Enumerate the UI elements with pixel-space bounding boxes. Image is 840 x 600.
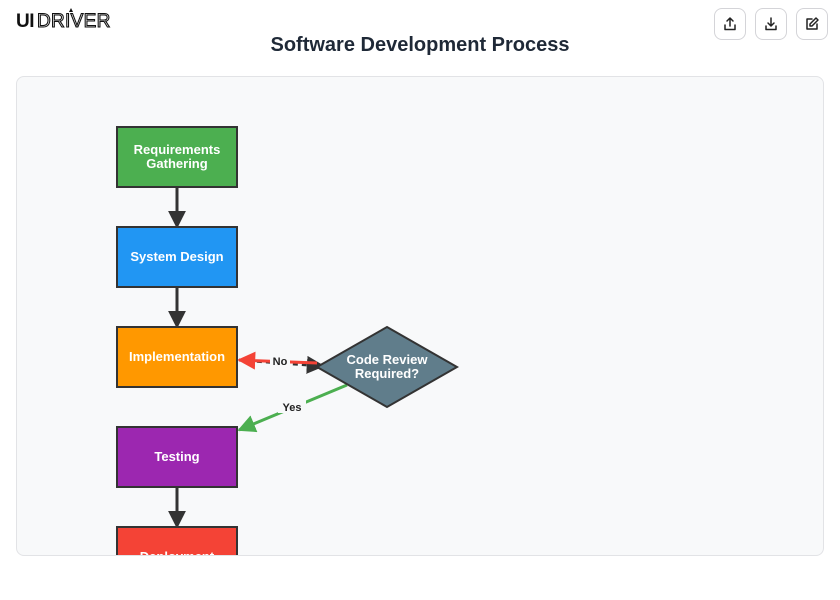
svg-text:UI: UI [16,11,34,32]
edit-button[interactable] [796,8,828,40]
toolbar [714,8,828,40]
node-testing[interactable]: Testing [116,426,238,488]
share-button[interactable] [714,8,746,40]
share-icon [724,17,736,31]
node-design[interactable]: System Design [116,226,238,288]
node-label-design: System Design [130,249,223,264]
edge-label-yes: Yes [283,402,302,414]
node-shape-testing [116,426,238,488]
node-shape-deployment [116,526,238,555]
svg-text:DRIVER: DRIVER [37,11,111,32]
node-label-deployment: Deployment [140,549,215,556]
node-implementation[interactable]: Implementation [116,326,238,388]
node-shape-implementation [116,326,238,388]
node-label-review: Code Review [347,352,429,367]
brand-logo[interactable]: UI DRIVER [16,8,122,32]
edge-label-no: No [273,356,288,368]
edit-icon [806,17,819,30]
node-shape-review [314,325,460,409]
node-shape-design [116,226,238,288]
node-deployment[interactable]: Deployment [116,526,238,556]
edge-label-bg [278,400,306,413]
edge-label-bg [270,354,290,367]
node-label-testing: Testing [154,449,199,464]
node-label-requirements: Gathering [146,156,207,171]
download-button[interactable] [755,8,787,40]
node-label-review: Required? [355,366,419,381]
node-shape-requirements [116,126,238,188]
node-label-implementation: Implementation [129,349,225,364]
diagram-title: Software Development Process [270,34,570,56]
uidriver-logo-icon: UI DRIVER [16,8,111,32]
node-label-requirements: Requirements [134,142,221,157]
download-icon [765,17,777,31]
